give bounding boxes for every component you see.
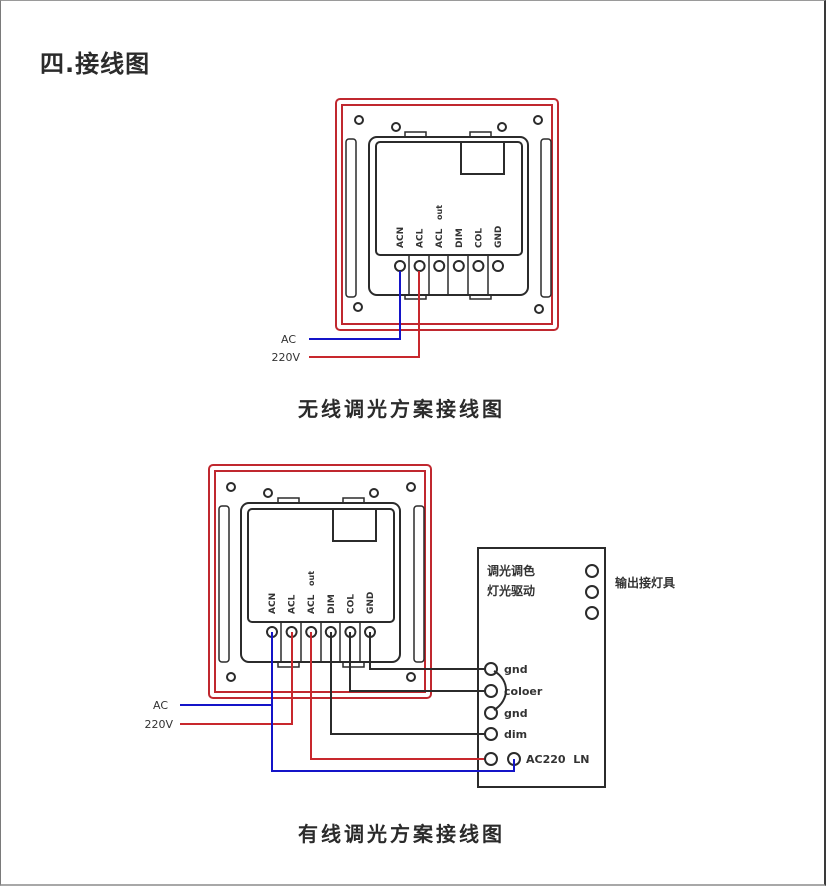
terminal-screw — [433, 260, 446, 272]
side-slot-right — [540, 138, 552, 298]
input-label-voltage: 220V — [271, 351, 300, 364]
wired-diagram-caption: 有线调光方案接线图 — [298, 822, 505, 846]
terminal-screw — [413, 260, 426, 272]
terminal-label-gnd: GND — [366, 592, 376, 614]
terminal-screw — [492, 260, 504, 272]
input-label-ac: AC — [281, 333, 296, 346]
side-slot-left — [218, 505, 230, 663]
section-title: 四.接线图 — [40, 50, 151, 78]
screw-hole — [533, 115, 543, 125]
terminal-screws — [394, 260, 504, 272]
terminal-label-acn: ACN — [396, 227, 406, 248]
input-label-voltage: 220V — [144, 718, 173, 731]
driver-power-label: AC220 LN — [526, 753, 589, 766]
terminal-label-out: out — [435, 205, 444, 220]
driver-pin-label-coloer: coloer — [504, 685, 543, 698]
module-chip — [460, 141, 505, 175]
wireless-diagram-caption: 无线调光方案接线图 — [298, 397, 505, 421]
terminal-label-dim: DIM — [455, 228, 465, 248]
terminal-dividers — [280, 622, 361, 662]
screw-hole — [406, 672, 416, 682]
driver-pin-label-dim: dim — [504, 728, 527, 741]
terminal-label-out: out — [307, 571, 316, 586]
driver-title-line2: 灯光驱动 — [487, 583, 535, 598]
driver-power-l — [484, 752, 498, 766]
driver-box — [477, 547, 606, 788]
terminal-label-gnd: GND — [494, 226, 504, 248]
side-slot-right — [413, 505, 425, 663]
terminal-label-col: COL — [346, 594, 356, 614]
panel-outer-border — [208, 464, 432, 699]
output-terminal — [585, 585, 599, 599]
driver-pin-dim — [484, 727, 498, 741]
screw-hole — [263, 488, 273, 498]
driver-pin-coloer — [484, 684, 498, 698]
side-slot-left — [345, 138, 357, 298]
wire-ac-live — [180, 632, 293, 725]
gnd-jumper — [493, 670, 507, 711]
screw-hole — [534, 304, 544, 314]
terminal-label-acl: ACL — [435, 228, 445, 248]
wire-ac-neutral — [309, 271, 401, 340]
input-label-ac: AC — [153, 699, 168, 712]
wire-acl-out — [310, 632, 491, 760]
screw-hole — [226, 482, 236, 492]
screw-hole — [497, 122, 507, 132]
screw-hole — [391, 122, 401, 132]
screw-hole — [226, 672, 236, 682]
panel-outer-border — [335, 98, 559, 331]
output-terminal — [585, 606, 599, 620]
panel-inner-border — [341, 104, 553, 325]
output-terminal — [585, 564, 599, 578]
terminal-label-acl: ACL — [307, 594, 317, 614]
screw-hole — [369, 488, 379, 498]
terminal-label-col: COL — [474, 228, 484, 248]
terminal-label-dim: DIM — [327, 594, 337, 614]
driver-pin-label-gnd: gnd — [504, 707, 528, 720]
screw-hole — [353, 302, 363, 312]
driver-output-label: 输出接灯具 — [615, 575, 675, 590]
wire-dim — [330, 632, 491, 735]
panel-inner-border — [214, 470, 426, 693]
terminal-dividers — [408, 256, 489, 295]
driver-pin-gnd — [484, 662, 498, 676]
terminal-label-acn: ACN — [268, 593, 278, 614]
screw-hole — [354, 115, 364, 125]
wire-gnd — [369, 632, 491, 670]
driver-input-pins: gnd coloer gnd dim — [484, 662, 543, 741]
wire-color — [349, 632, 491, 692]
driver-title-line1: 调光调色 — [487, 563, 535, 578]
screw-hole — [406, 482, 416, 492]
terminal-label-acl: ACL — [416, 228, 426, 248]
terminal-screw — [472, 260, 485, 272]
wire-ac-live — [309, 271, 420, 358]
terminal-screw — [394, 260, 406, 272]
terminal-label-acl: ACL — [288, 594, 298, 614]
terminal-screw — [452, 260, 465, 272]
driver-pin-label-gnd: gnd — [504, 663, 528, 676]
module-chip — [332, 508, 377, 542]
